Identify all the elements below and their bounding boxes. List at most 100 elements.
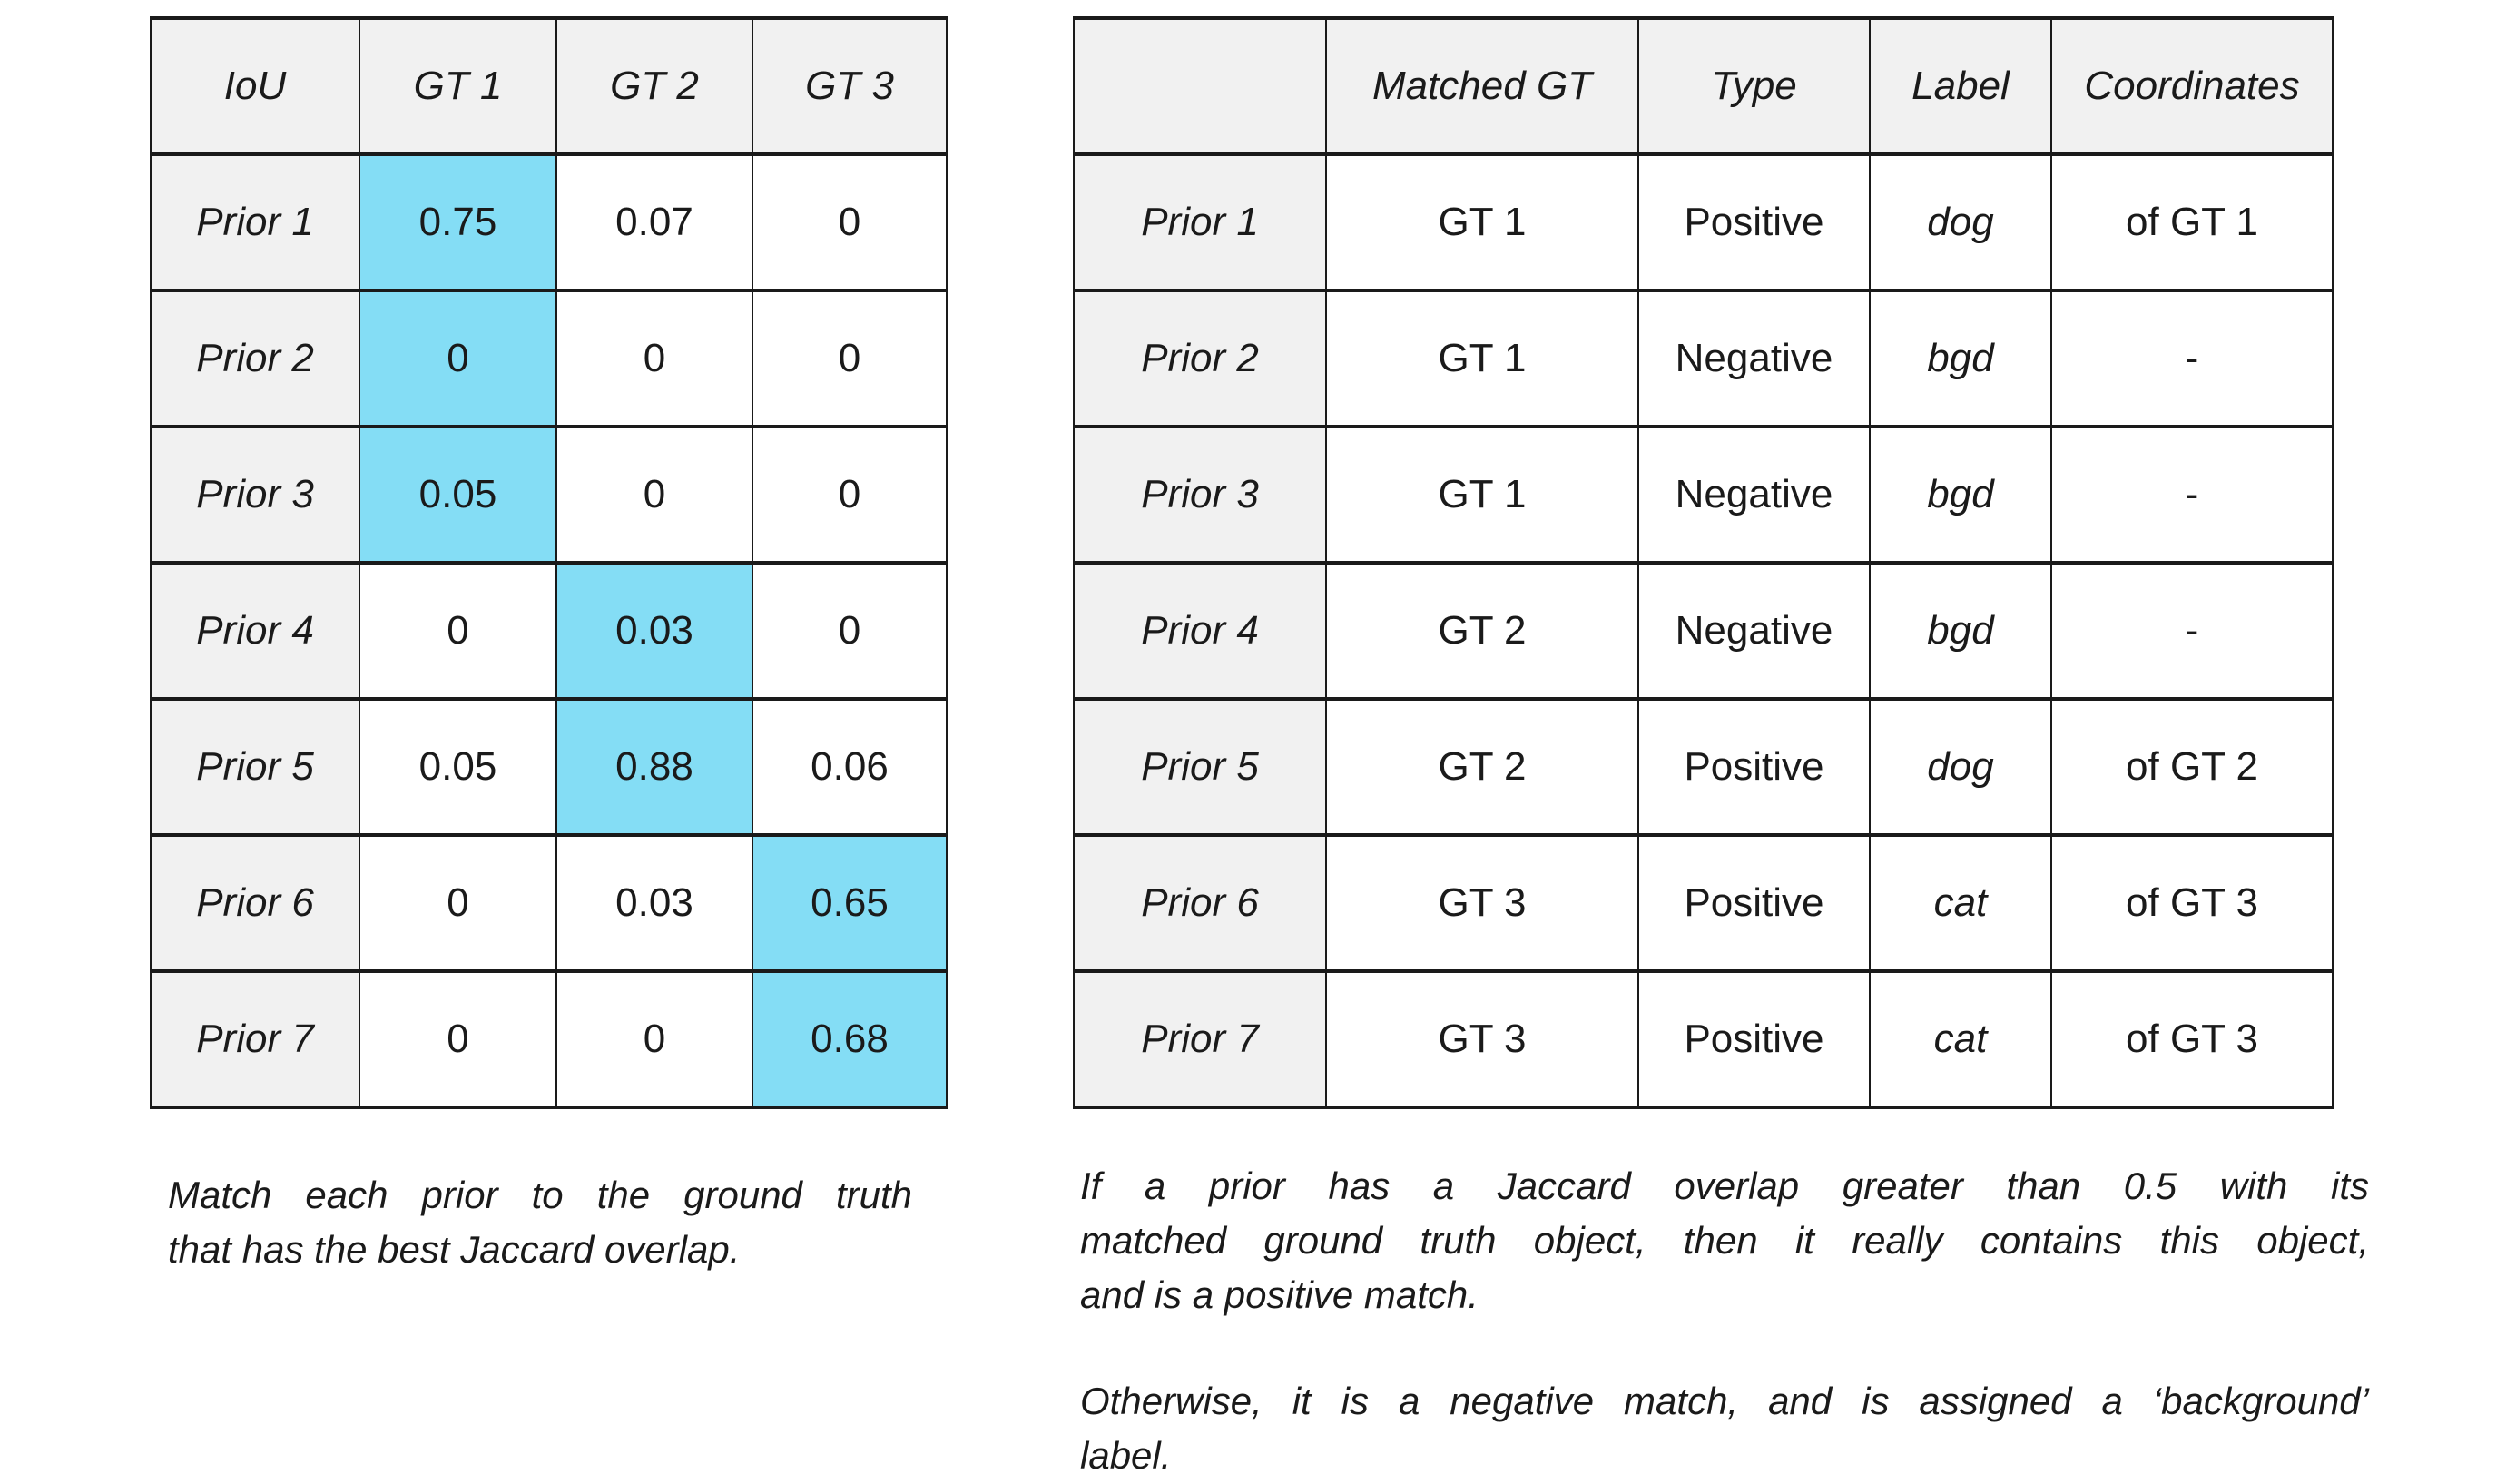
iou-value-cell: 0 [359,833,557,973]
type-cell: Negative [1637,425,1871,565]
row-label-prior1: Prior 1 [1073,152,1327,292]
label-cell: bgd [1869,425,2052,565]
matched-gt-cell: GT 3 [1325,833,1639,973]
coordinates-cell: of GT 1 [2050,152,2334,292]
header-row: Matched GT Type Label Coordinates [1073,16,2334,156]
iou-value-cell: 0 [752,425,948,565]
iou-value-cell: 0.03 [555,561,753,701]
row-label-prior5: Prior 5 [1073,697,1327,837]
label-cell: dog [1869,152,2052,292]
empty-corner-header [1073,16,1327,156]
table-row: Prior 7 0 0 0.68 [150,969,948,1109]
caption-paragraph: Otherwise, it is a negative match, and i… [1080,1374,2369,1483]
row-label-prior2: Prior 2 [1073,289,1327,428]
coordinates-cell: of GT 3 [2050,969,2334,1109]
row-label-prior1: Prior 1 [150,152,360,292]
table-row: Prior 1 0.75 0.07 0 [150,152,948,292]
table-row: Prior 7 GT 3 Positive cat of GT 3 [1073,969,2334,1109]
table-row: Prior 6 GT 3 Positive cat of GT 3 [1073,833,2334,973]
row-label-prior6: Prior 6 [1073,833,1327,973]
iou-value-cell: 0 [555,289,753,428]
coordinates-cell: - [2050,561,2334,701]
caption-line: Otherwise, it is a negative match, and i… [1080,1380,2369,1422]
column-header-gt3: GT 3 [752,16,948,156]
matched-gt-cell: GT 2 [1325,697,1639,837]
iou-corner-header: IoU [150,16,360,156]
column-header-type: Type [1637,16,1871,156]
table-row: Prior 6 0 0.03 0.65 [150,833,948,973]
iou-value-cell: 0.07 [555,152,753,292]
iou-value-cell: 0 [752,152,948,292]
row-label-prior3: Prior 3 [1073,425,1327,565]
coordinates-cell: - [2050,425,2334,565]
table-row: Prior 4 0 0.03 0 [150,561,948,701]
caption-line: label. [1080,1434,1172,1477]
header-row: IoU GT 1 GT 2 GT 3 [150,16,948,156]
row-label-prior2: Prior 2 [150,289,360,428]
column-header-matched-gt: Matched GT [1325,16,1639,156]
table-row: Prior 1 GT 1 Positive dog of GT 1 [1073,152,2334,292]
label-cell: bgd [1869,289,2052,428]
table-row: Prior 2 0 0 0 [150,289,948,428]
caption-paragraph: If a prior has a Jaccard overlap greater… [1080,1159,2369,1322]
caption-line: If a prior has a Jaccard overlap greater… [1080,1165,2369,1207]
table-row: Prior 3 GT 1 Negative bgd - [1073,425,2334,565]
right-table-caption: If a prior has a Jaccard overlap greater… [1080,1159,2369,1483]
caption-paragraph: Match each prior to the ground truth tha… [168,1168,912,1277]
iou-value-cell: 0 [555,425,753,565]
type-cell: Positive [1637,833,1871,973]
left-table-caption: Match each prior to the ground truth tha… [168,1168,912,1277]
row-label-prior3: Prior 3 [150,425,360,565]
iou-value-cell: 0.88 [555,697,753,837]
table-row: Prior 3 0.05 0 0 [150,425,948,565]
caption-line: and is a positive match. [1080,1273,1479,1316]
iou-value-cell: 0 [752,561,948,701]
matched-gt-cell: GT 3 [1325,969,1639,1109]
coordinates-cell: of GT 2 [2050,697,2334,837]
matched-gt-cell: GT 1 [1325,289,1639,428]
label-cell: dog [1869,697,2052,837]
coordinates-cell: - [2050,289,2334,428]
column-header-label: Label [1869,16,2052,156]
label-cell: cat [1869,969,2052,1109]
iou-value-cell: 0.65 [752,833,948,973]
iou-matrix-table: IoU GT 1 GT 2 GT 3 Prior 1 0.75 0.07 0 P… [150,16,948,1109]
row-label-prior4: Prior 4 [1073,561,1327,701]
iou-value-cell: 0.05 [359,425,557,565]
matched-gt-cell: GT 1 [1325,152,1639,292]
table-row: Prior 5 0.05 0.88 0.06 [150,697,948,837]
type-cell: Negative [1637,561,1871,701]
matched-gt-cell: GT 1 [1325,425,1639,565]
iou-value-cell: 0 [359,561,557,701]
matched-gt-cell: GT 2 [1325,561,1639,701]
column-header-gt1: GT 1 [359,16,557,156]
iou-value-cell: 0.75 [359,152,557,292]
row-label-prior5: Prior 5 [150,697,360,837]
label-cell: cat [1869,833,2052,973]
column-header-coordinates: Coordinates [2050,16,2334,156]
iou-value-cell: 0.68 [752,969,948,1109]
row-label-prior7: Prior 7 [150,969,360,1109]
table-row: Prior 5 GT 2 Positive dog of GT 2 [1073,697,2334,837]
table-row: Prior 4 GT 2 Negative bgd - [1073,561,2334,701]
column-header-gt2: GT 2 [555,16,753,156]
caption-line: matched ground truth object, then it rea… [1080,1219,2369,1262]
caption-line: Match each prior to the ground truth [168,1174,912,1216]
type-cell: Positive [1637,697,1871,837]
iou-value-cell: 0.03 [555,833,753,973]
iou-value-cell: 0 [752,289,948,428]
label-cell: bgd [1869,561,2052,701]
type-cell: Positive [1637,969,1871,1109]
coordinates-cell: of GT 3 [2050,833,2334,973]
iou-value-cell: 0 [359,969,557,1109]
type-cell: Positive [1637,152,1871,292]
match-assignment-table: Matched GT Type Label Coordinates Prior … [1073,16,2334,1109]
row-label-prior6: Prior 6 [150,833,360,973]
iou-value-cell: 0.05 [359,697,557,837]
iou-value-cell: 0 [555,969,753,1109]
iou-value-cell: 0 [359,289,557,428]
iou-value-cell: 0.06 [752,697,948,837]
type-cell: Negative [1637,289,1871,428]
row-label-prior4: Prior 4 [150,561,360,701]
